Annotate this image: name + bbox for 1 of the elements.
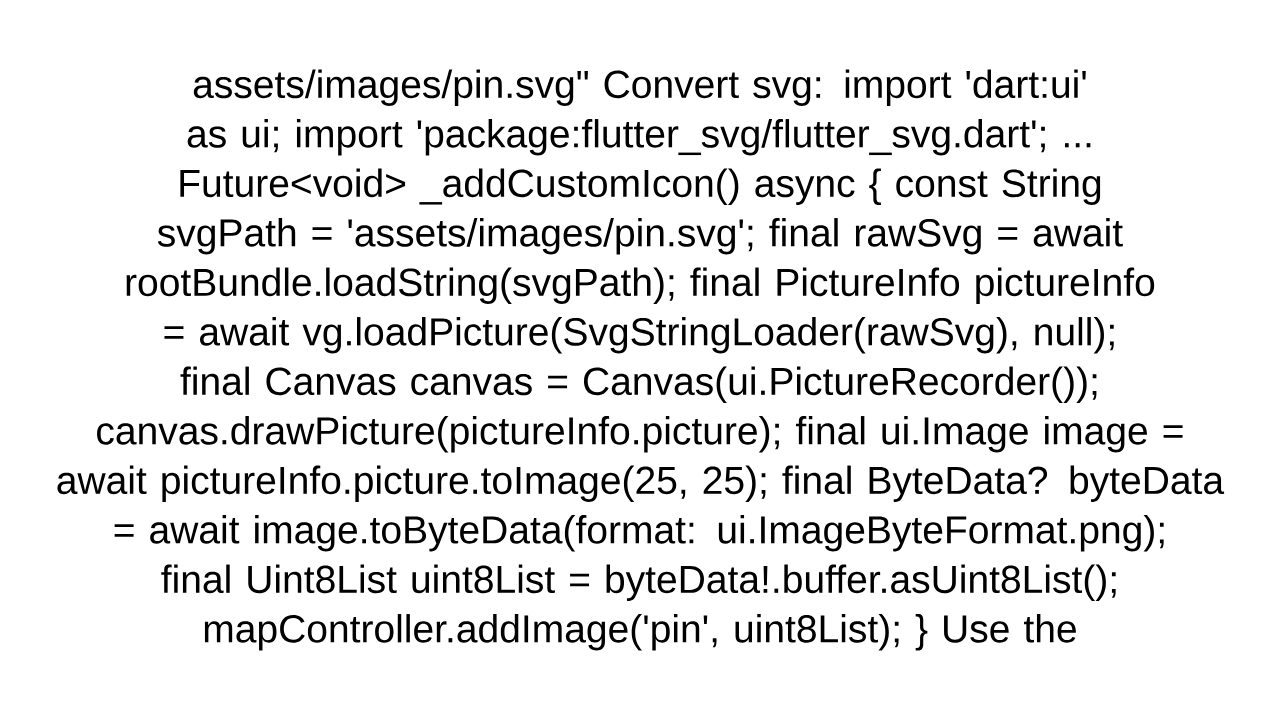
code-text: assets/images/pin.svg" Convert svg: import 'dart:ui' as ui; import 'package:flutter_svg/flutter_svg.dart'; ... Future<void> _addCustomIcon() async { const String svgPath = 'assets/images/pin.svg'; final rawSvg = await rootBundle.loadString(svgPath); final PictureInfo pictureInfo = await vg.loadPicture(SvgStringLoader(rawSvg), null); final Canvas canvas = Canvas(ui.PictureRecorder()); canvas.drawPicture(pictureInfo.picture); final ui.Image image = await pictureInfo.picture.toImage(25, 25); final ByteData? byteData = await image.toByteData(format: ui.ImageByteFormat.png); final Uint8List uint8List = byteData!.buffer.asUint8List(); mapController.addImage('pin', uint8List); } Use the (57, 69, 1225, 651)
